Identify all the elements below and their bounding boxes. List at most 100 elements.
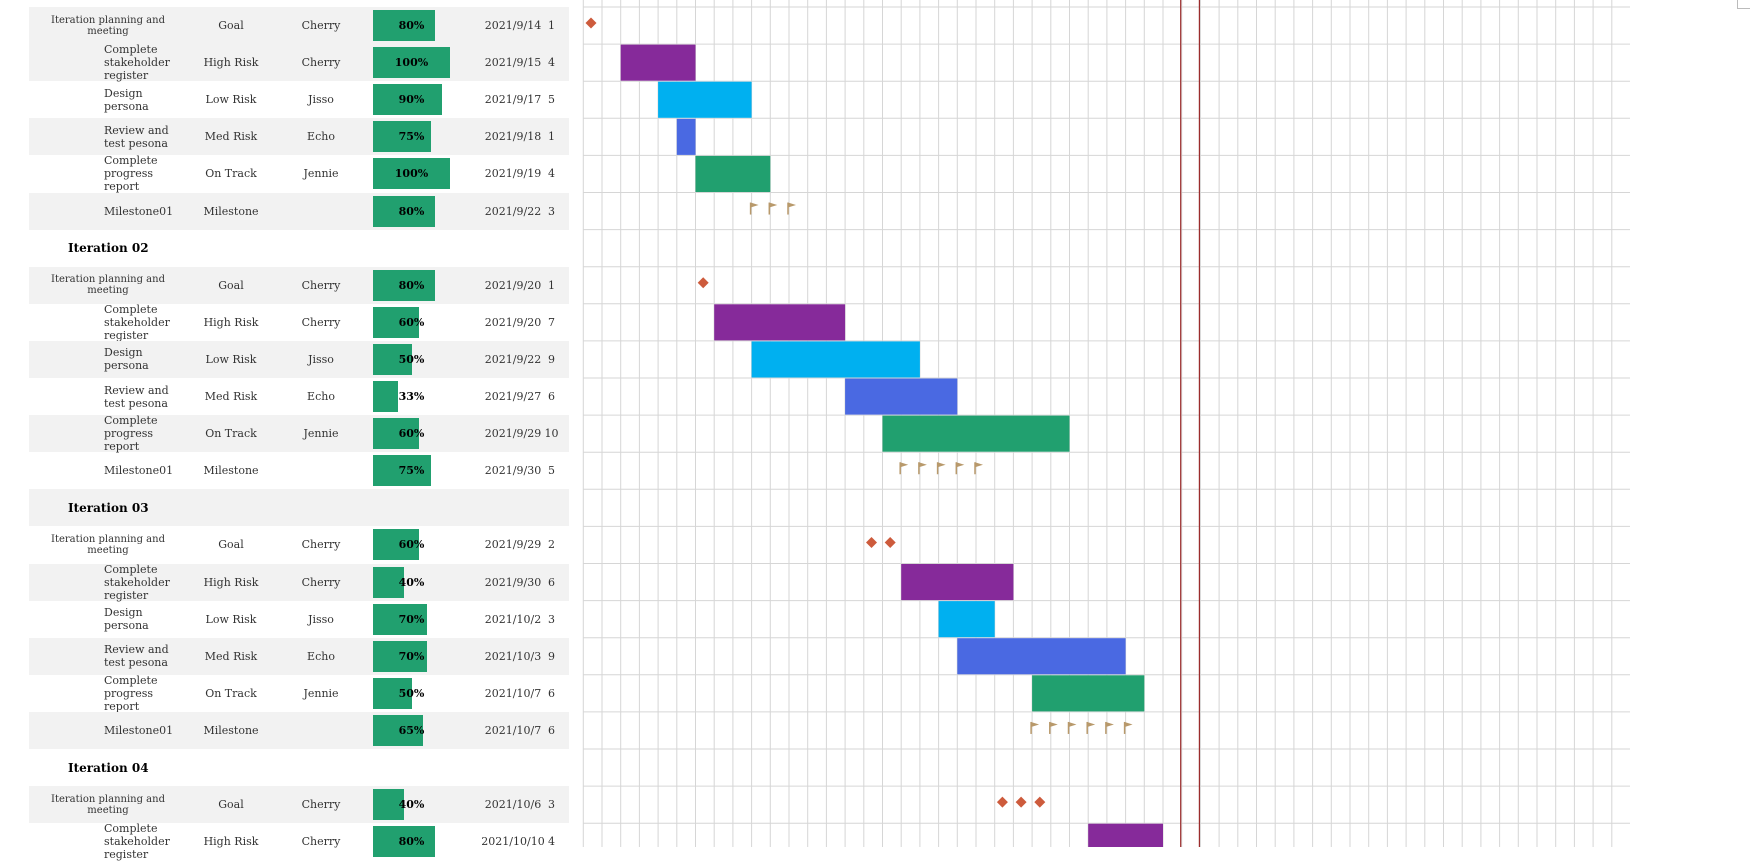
status-cell[interactable]: Milestone (203, 723, 259, 737)
progress-label[interactable]: 50% (398, 352, 425, 366)
start-date-cell[interactable]: 2021/9/20 (484, 315, 542, 329)
progress-label[interactable]: 80% (398, 204, 425, 218)
status-cell[interactable]: On Track (205, 427, 257, 441)
task-name-cell[interactable]: Complete stakeholder register (104, 562, 170, 602)
owner-cell[interactable]: Cherry (301, 278, 341, 292)
progress-label[interactable]: 65% (398, 723, 425, 737)
owner-cell[interactable]: Jennie (303, 167, 339, 181)
iteration-header-row[interactable]: Iteration 03 (29, 489, 569, 527)
duration-cell[interactable]: 4 (548, 56, 555, 70)
progress-label[interactable]: 70% (398, 649, 425, 663)
task-name-cell[interactable]: Complete progress report (104, 673, 158, 713)
progress-label[interactable]: 70% (398, 612, 425, 626)
progress-label[interactable]: 60% (398, 315, 425, 329)
status-cell[interactable]: Med Risk (204, 130, 258, 144)
iteration-header-row[interactable]: Iteration 02 (29, 230, 569, 267)
duration-cell[interactable]: 6 (548, 575, 555, 589)
start-date-cell[interactable]: 2021/9/17 (484, 93, 542, 107)
duration-cell[interactable]: 5 (548, 464, 555, 478)
duration-cell[interactable]: 4 (548, 167, 555, 181)
start-date-cell[interactable]: 2021/9/22 (484, 204, 542, 218)
duration-cell[interactable]: 4 (548, 835, 555, 849)
task-name-cell[interactable]: Iteration planning and meeting (51, 533, 165, 556)
duration-cell[interactable]: 3 (548, 798, 555, 812)
start-date-cell[interactable]: 2021/9/15 (484, 56, 542, 70)
table-row[interactable]: Design persona Low Risk Jisso 50% 2021/9/22 9 (29, 340, 569, 378)
progress-label[interactable]: 60% (398, 427, 425, 441)
owner-cell[interactable]: Cherry (301, 315, 341, 329)
owner-cell[interactable]: Cherry (301, 575, 341, 589)
task-name-cell[interactable]: Iteration planning and meeting (51, 274, 165, 297)
progress-label[interactable]: 75% (398, 130, 425, 144)
task-name-cell[interactable]: Milestone01 (104, 204, 174, 218)
start-date-cell[interactable]: 2021/9/29 (484, 427, 542, 441)
task-name-cell[interactable]: Review and test pesona (104, 383, 169, 410)
progress-label[interactable]: 40% (398, 575, 425, 589)
start-date-cell[interactable]: 2021/9/22 (484, 352, 542, 366)
task-name-cell[interactable]: Iteration planning and meeting (51, 14, 165, 37)
progress-label[interactable]: 50% (398, 686, 425, 700)
table-row[interactable]: Review and test pesona Med Risk Echo 75% 202… (29, 118, 569, 156)
duration-cell[interactable]: 6 (548, 723, 555, 737)
start-date-cell[interactable]: 2021/10/7 (484, 723, 542, 737)
table-row[interactable]: Complete progress report On Track Jennie 60… (29, 414, 569, 454)
task-name-cell[interactable]: Review and test pesona (104, 643, 169, 670)
status-cell[interactable]: High Risk (203, 56, 259, 70)
status-cell[interactable]: Milestone (203, 464, 259, 478)
status-cell[interactable]: Low Risk (205, 612, 257, 626)
start-date-cell[interactable]: 2021/9/19 (484, 167, 542, 181)
start-date-cell[interactable]: 2021/9/29 (484, 538, 542, 552)
status-cell[interactable]: On Track (205, 686, 257, 700)
duration-cell[interactable]: 1 (548, 278, 555, 292)
duration-cell[interactable]: 1 (548, 19, 555, 32)
progress-label[interactable]: 60% (398, 538, 425, 552)
owner-cell[interactable]: Jisso (308, 352, 334, 366)
progress-label[interactable]: 80% (398, 835, 425, 849)
table-row[interactable]: Milestone01 Milestone 65% 2021/10/7 6 (29, 711, 569, 749)
status-cell[interactable]: Med Risk (204, 649, 258, 663)
owner-cell[interactable]: Cherry (301, 538, 341, 552)
owner-cell[interactable]: Cherry (301, 798, 341, 812)
owner-cell[interactable]: Echo (307, 649, 335, 663)
status-cell[interactable]: Low Risk (205, 352, 257, 366)
owner-cell[interactable]: Echo (307, 130, 335, 144)
progress-label[interactable]: 90% (398, 93, 425, 107)
owner-cell[interactable]: Jisso (308, 612, 334, 626)
task-name-cell[interactable]: Complete progress report (104, 154, 158, 194)
task-name-cell[interactable]: Design persona (104, 346, 149, 373)
task-name-cell[interactable]: Complete stakeholder register (104, 302, 170, 342)
task-name-cell[interactable]: Milestone01 (104, 723, 174, 737)
status-cell[interactable]: High Risk (203, 575, 259, 589)
owner-cell[interactable]: Jennie (303, 427, 339, 441)
start-date-cell[interactable]: 2021/10/10 (481, 835, 545, 849)
task-name-cell[interactable]: Iteration planning and meeting (51, 793, 165, 816)
task-name-cell[interactable]: Design persona (104, 86, 149, 113)
status-cell[interactable]: Low Risk (205, 93, 257, 107)
duration-cell[interactable]: 1 (548, 130, 555, 144)
duration-cell[interactable]: 3 (548, 204, 555, 218)
task-name-cell[interactable]: Review and test pesona (104, 123, 169, 150)
task-name-cell[interactable]: Complete progress report (104, 414, 158, 454)
duration-cell[interactable]: 7 (548, 315, 555, 329)
task-name-cell[interactable]: Design persona (104, 606, 149, 633)
duration-cell[interactable]: 9 (548, 649, 555, 663)
status-cell[interactable]: Goal (218, 798, 244, 812)
start-date-cell[interactable]: 2021/10/2 (484, 612, 542, 626)
start-date-cell[interactable]: 2021/9/30 (484, 575, 542, 589)
status-cell[interactable]: Med Risk (204, 390, 258, 403)
duration-cell[interactable]: 9 (548, 352, 555, 366)
progress-label[interactable]: 40% (398, 798, 425, 812)
progress-label[interactable]: 100% (394, 167, 429, 181)
progress-label[interactable]: 100% (394, 56, 429, 70)
start-date-cell[interactable]: 2021/9/18 (484, 130, 542, 144)
status-cell[interactable]: Goal (218, 19, 244, 32)
duration-cell[interactable]: 10 (544, 427, 559, 441)
